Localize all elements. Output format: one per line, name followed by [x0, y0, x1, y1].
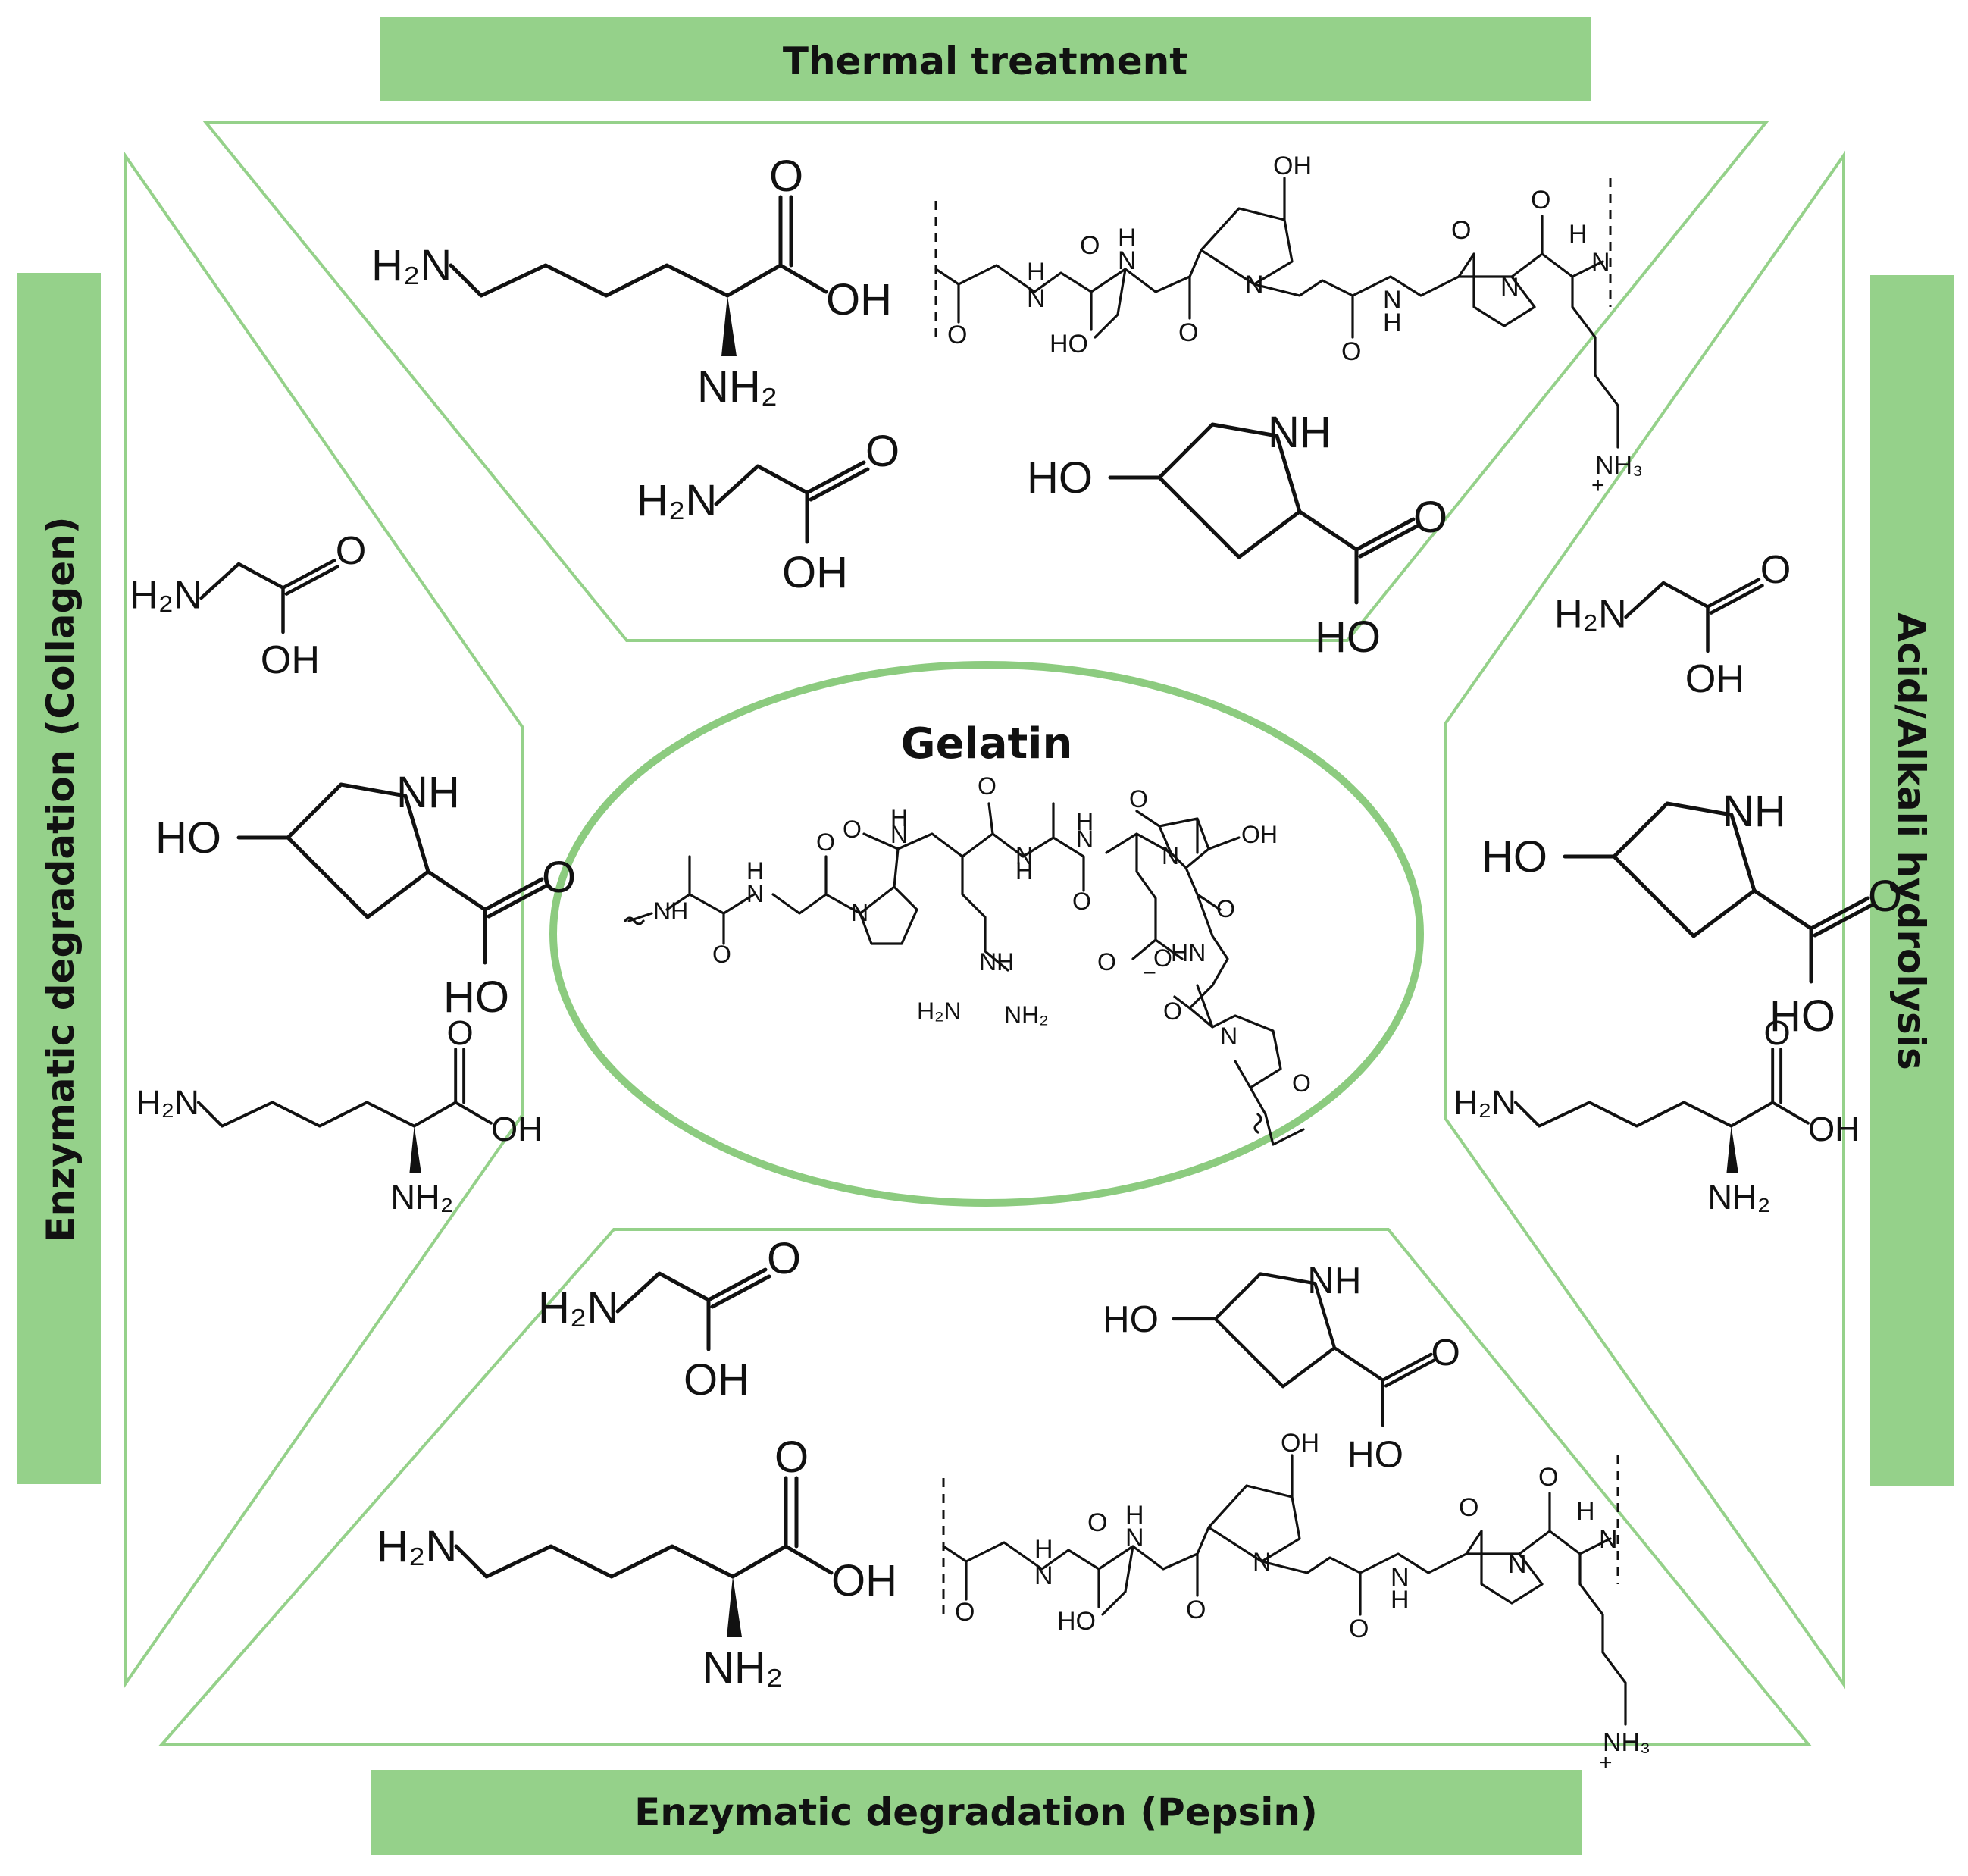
svg-text:NH: NH	[653, 897, 688, 925]
svg-text:O: O	[1097, 948, 1116, 976]
bar-thermal-treatment	[380, 17, 1591, 101]
svg-text:N: N	[1015, 842, 1033, 869]
svg-text:O: O	[1163, 998, 1182, 1025]
svg-text:O: O	[843, 816, 862, 843]
svg-text:N: N	[1220, 1023, 1237, 1050]
svg-text:H₂N: H₂N	[917, 998, 962, 1025]
svg-text:N: N	[1162, 842, 1179, 869]
svg-text:O: O	[816, 828, 835, 856]
svg-text:H: H	[890, 804, 908, 832]
svg-text:N: N	[851, 899, 868, 926]
label-enzymatic-pepsin: Enzymatic degradation (Pepsin)	[634, 1790, 1318, 1834]
panel-acid-alkali	[1444, 150, 1845, 1690]
svg-text:O: O	[1216, 895, 1235, 922]
svg-text:O: O	[1129, 785, 1148, 813]
svg-text:HN: HN	[1171, 939, 1206, 966]
svg-text:N: N	[746, 880, 764, 907]
bar-enzymatic-pepsin	[371, 1770, 1582, 1855]
panel-enzymatic-pepsin	[158, 1228, 1813, 1746]
svg-text:O: O	[978, 772, 997, 800]
label-enzymatic-collagen: Enzymatic degradation (Collagen)	[39, 516, 83, 1242]
svg-text:O: O	[1153, 944, 1172, 972]
gelatin-title: Gelatin	[901, 719, 1073, 769]
svg-text:O: O	[1072, 888, 1091, 915]
svg-text:H: H	[1015, 857, 1033, 885]
gelatin-structure: NH O H N O N O H N O NH H₂N NH₂ N H O H …	[624, 772, 1311, 1146]
svg-text:O: O	[712, 941, 731, 968]
bar-enzymatic-collagen	[17, 273, 101, 1484]
svg-text:–: –	[1144, 960, 1156, 982]
svg-text:H: H	[1076, 808, 1094, 835]
svg-text:OH: OH	[1241, 821, 1278, 848]
svg-text:O: O	[1292, 1070, 1311, 1097]
svg-text:N: N	[890, 821, 908, 848]
label-acid-alkali: Acid/Alkali hydrolysis	[1889, 612, 1933, 1070]
gelatin-ellipse	[549, 661, 1424, 1207]
svg-text:NH: NH	[979, 948, 1014, 976]
svg-text:N: N	[1076, 825, 1094, 853]
svg-text:NH₂: NH₂	[1004, 1001, 1049, 1029]
svg-text:H: H	[746, 857, 764, 885]
label-thermal-treatment: Thermal treatment	[783, 39, 1187, 83]
